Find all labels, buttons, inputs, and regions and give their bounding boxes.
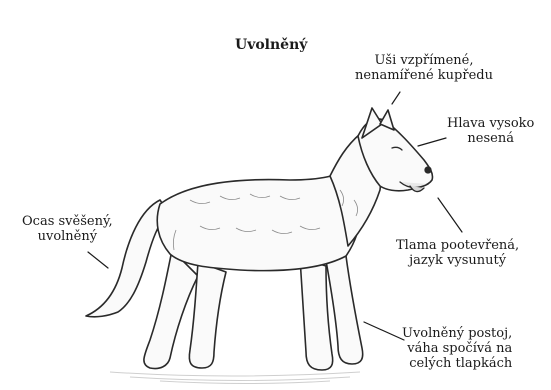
annotation-tail-line-1: Ocas svěšený,	[22, 214, 113, 229]
leader-ears	[392, 92, 400, 104]
annotation-tail: Ocas svěšený, uvolněný	[22, 214, 113, 244]
diagram-title: Uvolněný	[235, 38, 307, 53]
leader-stance	[364, 322, 404, 340]
annotation-ears-line-1: Uši vzpřímené,	[355, 53, 493, 68]
annotation-tail-line-2: uvolněný	[22, 229, 113, 244]
annotation-head-line-2: nesená	[447, 131, 534, 146]
leader-head	[418, 138, 446, 146]
annotation-stance-line-1: Uvolněný postoj,	[402, 326, 512, 341]
annotation-stance: Uvolněný postoj, váha spočívá na celých …	[402, 326, 512, 371]
annotation-mouth: Tlama pootevřená, jazyk vysunutý	[396, 238, 519, 268]
leader-tail	[88, 252, 108, 268]
annotation-stance-line-2: váha spočívá na	[402, 341, 512, 356]
annotation-head: Hlava vysoko nesená	[447, 116, 534, 146]
dog-nose	[425, 167, 431, 173]
annotation-head-line-1: Hlava vysoko	[447, 116, 534, 131]
dog-torso	[157, 166, 361, 271]
dog-body	[86, 108, 433, 370]
leader-mouth	[438, 198, 462, 232]
annotation-ears: Uši vzpřímené, nenamířené kupředu	[355, 53, 493, 83]
annotation-mouth-line-2: jazyk vysunutý	[396, 253, 519, 268]
annotation-stance-line-3: celých tlapkách	[402, 356, 512, 371]
annotation-mouth-line-1: Tlama pootevřená,	[396, 238, 519, 253]
ground-shadow	[110, 372, 360, 384]
annotation-ears-line-2: nenamířené kupředu	[355, 68, 493, 83]
